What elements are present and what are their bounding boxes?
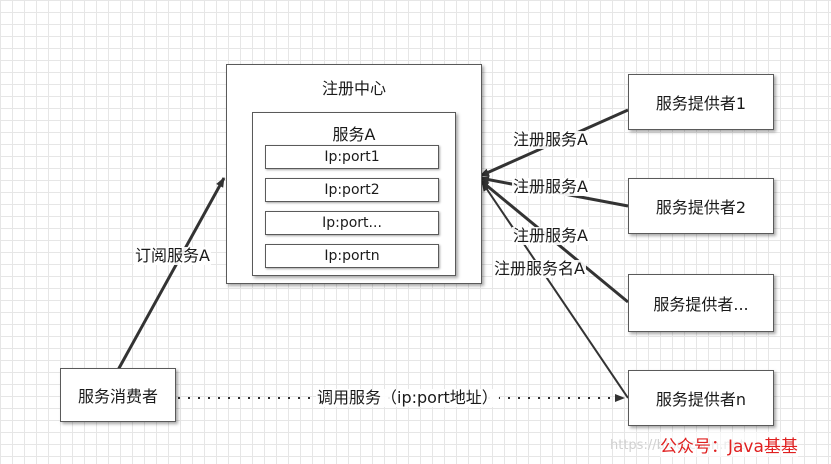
service-consumer-box: 服务消费者 (60, 368, 176, 422)
register-arrow-4 (481, 181, 629, 399)
provider-1-box: 服务提供者1 (628, 74, 774, 130)
port-entry-2: Ip:port2 (265, 178, 439, 202)
register-label-3: 注册服务A (512, 226, 589, 245)
subscribe-arrow (116, 177, 226, 371)
provider-n-box: 服务提供者n (628, 370, 774, 426)
port-entry-3: Ip:port... (265, 211, 439, 235)
register-label-2: 注册服务A (512, 177, 589, 196)
provider-2-box: 服务提供者2 (628, 178, 774, 234)
registry-center-title: 注册中心 (321, 79, 386, 98)
watermark-text: 公众号：Java基基 (660, 432, 798, 457)
invoke-label: 调用服务（ip:port地址） (316, 388, 499, 407)
register-label-4: 注册服务名A (493, 259, 586, 278)
register-label-1: 注册服务A (512, 130, 589, 149)
service-a-title: 服务A (332, 125, 376, 144)
subscribe-label: 订阅服务A (134, 246, 211, 265)
provider-3-box: 服务提供者... (628, 274, 774, 332)
port-entry-1: Ip:port1 (265, 145, 439, 169)
port-entry-4: Ip:portn (265, 244, 439, 268)
